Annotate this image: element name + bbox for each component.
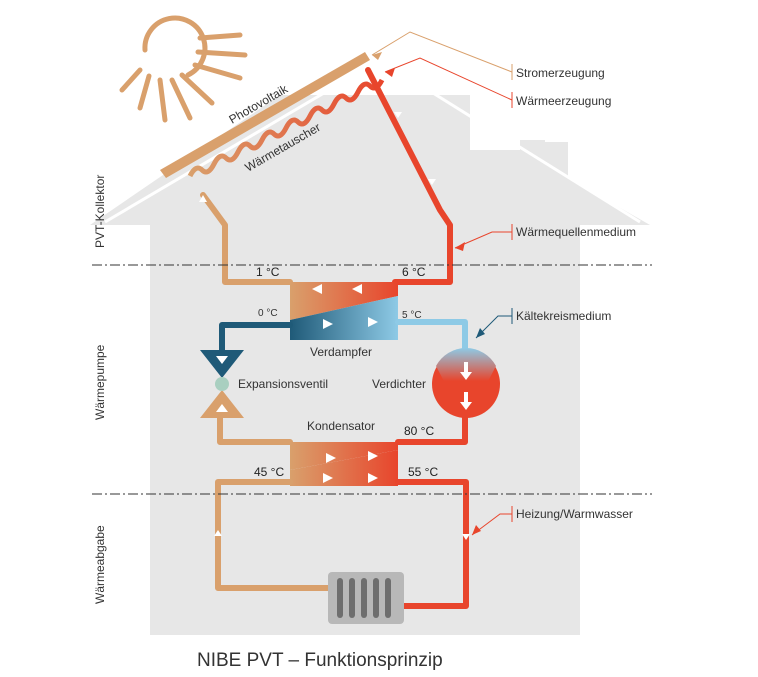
- house-silhouette: [90, 95, 650, 635]
- sun-icon: [119, 15, 248, 123]
- flow-arrows-evap: [312, 284, 378, 329]
- callout-refrigerant: Kältekreismedium: [516, 309, 611, 323]
- flow-arrows-heating: [214, 530, 470, 540]
- collector-loop: [200, 67, 453, 285]
- heat-exchanger-coil: [187, 78, 385, 178]
- callout-power: Stromerzeugung: [516, 66, 605, 80]
- temp-evap-out: 5 °C: [402, 310, 422, 321]
- label-expansion-valve: Expansionsventil: [238, 377, 328, 391]
- section-heat-pump: Wärmepumpe: [93, 344, 107, 420]
- callout-heating: Heizung/Warmwasser: [516, 507, 633, 521]
- radiator-icon: [328, 572, 404, 624]
- label-evaporator: Verdampfer: [310, 345, 372, 359]
- temp-collector-return: 1 °C: [256, 265, 280, 279]
- temp-evap-in: 0 °C: [258, 308, 278, 319]
- temp-heating-return: 45 °C: [254, 465, 284, 479]
- section-heat-output: Wärmeabgabe: [93, 525, 107, 604]
- callout-source-medium: Wärmequellenmedium: [516, 225, 636, 239]
- callout-lines: [371, 31, 513, 536]
- temp-cond-in: 80 °C: [404, 424, 434, 438]
- refrigerant-loop: [217, 319, 468, 445]
- condenser: [290, 442, 398, 470]
- label-condenser: Kondensator: [307, 419, 375, 433]
- temp-heating-supply: 55 °C: [408, 465, 438, 479]
- label-compressor: Verdichter: [372, 377, 426, 391]
- callout-arrowheads: [372, 52, 485, 535]
- flow-arrows-collector: [199, 112, 436, 202]
- section-dividers: [92, 264, 652, 495]
- pvt-collector: [160, 52, 385, 178]
- callout-heat-gen: Wärmeerzeugung: [516, 94, 611, 108]
- compressor: [432, 348, 500, 418]
- section-collector: PVT-Kollektor: [93, 175, 107, 248]
- flow-arrows-cond: [323, 451, 378, 483]
- evaporator: [290, 296, 398, 340]
- expansion-valve: [200, 350, 244, 418]
- diagram-title: NIBE PVT – Funktionsprinzip: [197, 650, 443, 671]
- temp-collector-supply: 6 °C: [402, 265, 426, 279]
